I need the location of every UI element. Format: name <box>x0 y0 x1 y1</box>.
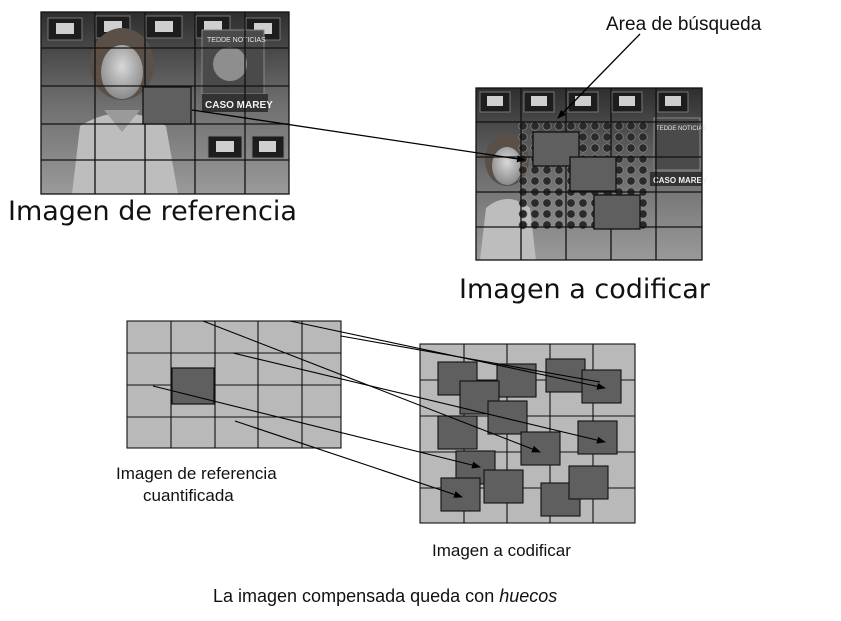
compensated-block <box>520 431 561 466</box>
motion-vector-arrow <box>234 420 463 498</box>
quantized-reference-label-line2: cuantificada <box>143 486 234 505</box>
search-dot <box>590 121 600 131</box>
search-dot <box>566 121 576 131</box>
search-dot <box>578 220 588 230</box>
candidate-block <box>569 156 617 192</box>
quantized-reference-block <box>171 367 215 405</box>
search-dot <box>578 143 588 153</box>
search-dot <box>530 198 540 208</box>
motion-vector-arrows <box>152 320 606 498</box>
search-dot <box>518 143 528 153</box>
search-dot <box>542 121 552 131</box>
caption: La imagen compensada queda con huecos <box>213 586 557 607</box>
search-dot <box>638 143 648 153</box>
search-dot <box>638 165 648 175</box>
candidate-block <box>593 194 641 230</box>
search-dot <box>638 176 648 186</box>
search-dot <box>542 209 552 219</box>
motion-vector-arrow <box>232 352 606 444</box>
search-dot <box>518 132 528 142</box>
search-dot <box>530 121 540 131</box>
search-dot <box>554 209 564 219</box>
search-dot <box>638 154 648 164</box>
motion-vector-arrow <box>152 385 481 469</box>
photo-banner-text: CASO MAREY <box>205 100 273 111</box>
search-dot <box>554 176 564 186</box>
search-dot <box>614 121 624 131</box>
search-dot <box>518 209 528 219</box>
image-to-encode-photo: TEDDE NOTICIAS CASO MAREY <box>475 87 708 261</box>
image-to-encode-label: Imagen a codificar <box>459 274 710 305</box>
search-dot <box>626 143 636 153</box>
search-dot <box>530 176 540 186</box>
search-dot <box>518 165 528 175</box>
search-dot <box>542 198 552 208</box>
quantized-reference-grid <box>126 320 342 449</box>
motion-vector-line <box>340 335 601 383</box>
search-dot <box>578 198 588 208</box>
compensated-block <box>440 477 481 512</box>
compensated-block <box>483 469 524 504</box>
search-dot <box>518 176 528 186</box>
photo-banner-text-small: CASO MAREY <box>653 176 708 185</box>
search-area-label: Area de búsqueda <box>606 14 762 35</box>
search-dot <box>578 209 588 219</box>
search-dot <box>626 154 636 164</box>
search-dot <box>614 143 624 153</box>
search-dot <box>614 132 624 142</box>
search-dot <box>638 132 648 142</box>
search-dot <box>566 209 576 219</box>
search-dot <box>542 220 552 230</box>
search-dot <box>530 165 540 175</box>
search-dot <box>542 176 552 186</box>
search-dot <box>602 143 612 153</box>
image-to-encode-bottom-label: Imagen a codificar <box>432 541 571 560</box>
motion-vector-arrow <box>191 109 526 163</box>
search-dot <box>518 198 528 208</box>
search-dot <box>518 121 528 131</box>
compensated-block <box>437 415 478 450</box>
search-dot <box>590 143 600 153</box>
search-dot <box>626 132 636 142</box>
search-dot <box>638 121 648 131</box>
search-dot <box>566 198 576 208</box>
search-dot <box>602 121 612 131</box>
compensated-block <box>568 465 609 500</box>
search-dot <box>626 121 636 131</box>
search-dot <box>626 165 636 175</box>
search-dot <box>554 220 564 230</box>
photo-logo-text-small: TEDDE NOTICIAS <box>656 126 706 132</box>
search-dot <box>602 132 612 142</box>
search-dot <box>518 220 528 230</box>
search-dot <box>578 132 588 142</box>
search-dot <box>530 220 540 230</box>
search-dot <box>554 121 564 131</box>
search-dot <box>554 198 564 208</box>
search-dot <box>554 165 564 175</box>
search-dot <box>590 132 600 142</box>
photo-logo-text: TEDDE NOTICIAS <box>207 37 266 44</box>
caption-text: La imagen compensada queda con <box>213 586 500 606</box>
reference-block <box>142 86 192 125</box>
quantized-reference-label-line1: Imagen de referencia <box>116 464 277 483</box>
reference-image-label: Imagen de referencia <box>8 196 297 227</box>
search-dot <box>626 176 636 186</box>
search-dot <box>578 121 588 131</box>
search-dot <box>566 220 576 230</box>
search-dot <box>542 165 552 175</box>
compensated-image-grid <box>419 343 636 524</box>
compensated-block <box>487 400 528 435</box>
search-dot <box>530 209 540 219</box>
search-area-pointer-arrow <box>557 33 641 119</box>
caption-emphasis: huecos <box>499 586 558 606</box>
reference-image-photo: TEDDE NOTICIAS CASO MAREY <box>40 11 290 195</box>
compensated-block <box>581 369 622 404</box>
